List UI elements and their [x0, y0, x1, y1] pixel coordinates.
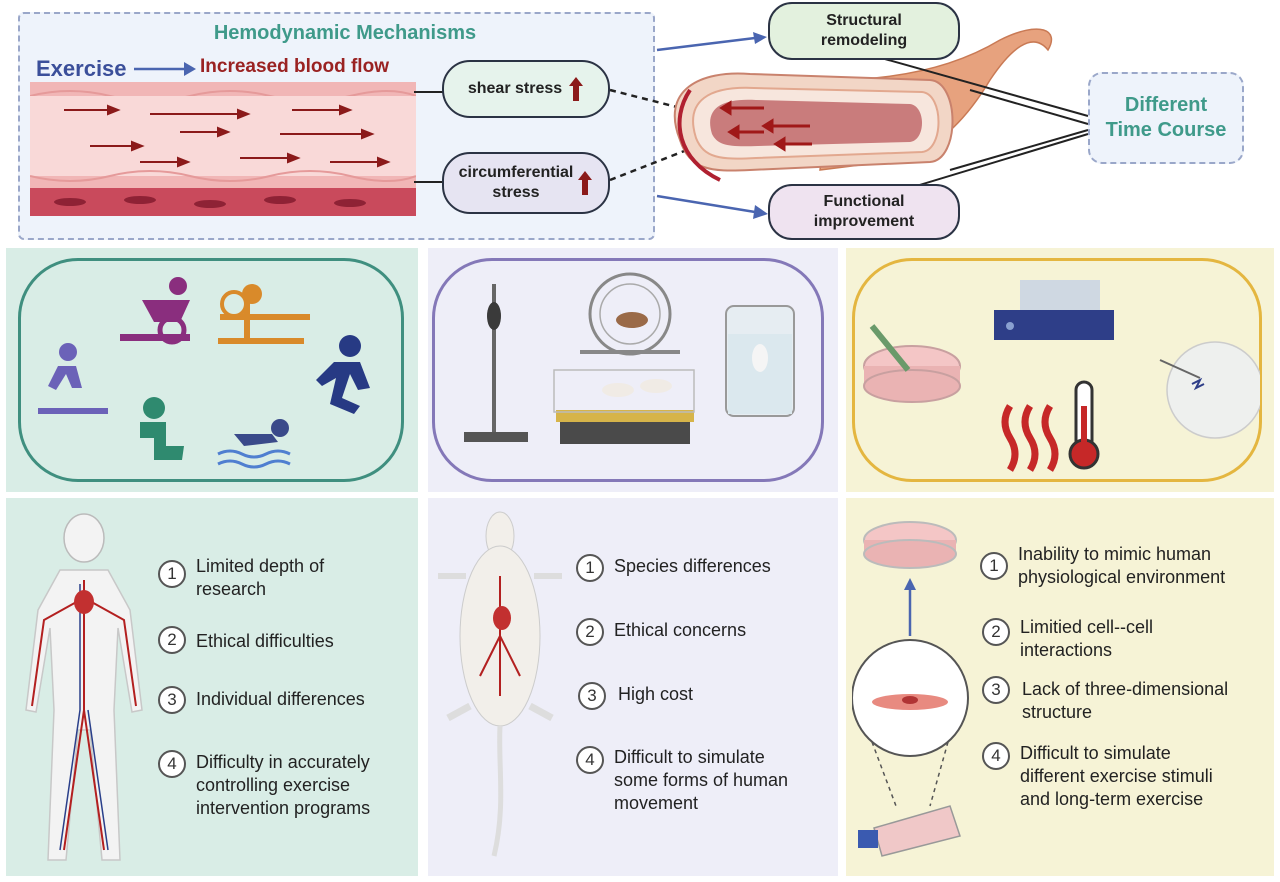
vessel-wall-illustration	[30, 82, 416, 216]
animal-frame	[432, 258, 824, 482]
functional-line1: Functional	[823, 193, 905, 210]
circ-line1: circumferential	[458, 164, 574, 181]
list-item: Limitied cell--cell interactions	[1020, 617, 1154, 660]
treadmill-icon	[553, 369, 695, 444]
list-number: 2	[158, 626, 186, 654]
structural-line2: remodeling	[820, 32, 908, 49]
swimming-icon	[217, 419, 291, 469]
cell-frame	[852, 258, 1262, 482]
time-course-box: Different Time Course	[1088, 72, 1244, 164]
list-item: High cost	[618, 684, 694, 704]
list-number: 1	[158, 560, 186, 588]
functional-line2: improvement	[813, 213, 915, 230]
treadmill-running-icon	[38, 343, 108, 414]
vessel-connector-lines	[414, 91, 446, 183]
list-item: Individual differences	[196, 689, 365, 709]
list-item: Inability to mimic human physiological e…	[1018, 544, 1226, 587]
running-wheel-icon	[580, 272, 680, 356]
list-item: Ethical difficulties	[196, 631, 334, 651]
list-number: 2	[576, 618, 604, 646]
climbing-pole-icon	[464, 284, 528, 442]
leg-press-icon	[218, 284, 310, 344]
shaker-icon	[994, 280, 1114, 340]
hemodynamic-title: Hemodynamic Mechanisms	[213, 22, 477, 44]
exercise-arrow-icon	[134, 62, 196, 76]
list-number: 3	[578, 682, 606, 710]
swim-tank-icon	[725, 305, 795, 417]
list-number: 4	[158, 750, 186, 778]
rat-illustration	[438, 511, 562, 857]
running-icon	[316, 335, 370, 414]
functional-improvement-box: Functional improvement	[768, 184, 960, 240]
blood-vessel-illustration	[673, 28, 1053, 182]
list-item: Limited depth of research	[196, 556, 325, 599]
human-frame	[18, 258, 404, 482]
heat-icon	[1001, 404, 1059, 472]
list-item: Difficult to simulate different exercise…	[1020, 743, 1213, 809]
outcome-arrows	[656, 32, 768, 219]
electrical-stimulation-icon	[1159, 341, 1260, 439]
cell-equipment-icons	[863, 280, 1260, 472]
list-number: 1	[576, 554, 604, 582]
time-line1: Different	[1124, 94, 1208, 116]
list-item: Ethical concerns	[614, 620, 747, 640]
thermometer-icon	[1068, 380, 1100, 470]
list-number: 4	[982, 742, 1010, 770]
circumferential-stress-label: circumferential stress	[459, 163, 574, 203]
arrow-up-icon	[578, 171, 593, 195]
list-item: Species differences	[614, 556, 771, 576]
list-number: 3	[982, 676, 1010, 704]
petri-dish-icon	[863, 324, 961, 403]
exercise-label: Exercise	[36, 56, 127, 81]
circ-line2: stress	[492, 184, 540, 201]
blood-flow-label: Increased blood flow	[200, 56, 389, 77]
structural-remodeling-box: Structural remodeling	[768, 2, 960, 60]
human-body-illustration	[25, 513, 143, 861]
list-number: 1	[980, 552, 1008, 580]
cycling-icon	[120, 277, 190, 345]
shear-stress-label: shear stress	[467, 80, 563, 97]
circumferential-stress-pill: circumferential stress	[442, 152, 610, 214]
animal-equipment-icons	[464, 272, 795, 444]
list-item: Difficulty in accurately controlling exe…	[196, 752, 371, 818]
structural-line1: Structural	[826, 12, 902, 29]
arrow-up-icon	[569, 77, 584, 101]
squat-icon	[140, 397, 184, 460]
list-number: 4	[576, 746, 604, 774]
list-number: 3	[158, 686, 186, 714]
list-item: Lack of three-dimensional structure	[1022, 679, 1229, 722]
time-line2: Time Course	[1105, 119, 1227, 141]
time-course-lines	[859, 51, 1089, 201]
list-item: Difficult to simulate some forms of huma…	[614, 747, 789, 813]
list-number: 2	[982, 618, 1010, 646]
exercise-icons	[38, 277, 370, 469]
shear-stress-pill: shear stress	[442, 60, 610, 118]
cell-culture-illustration	[852, 521, 969, 857]
